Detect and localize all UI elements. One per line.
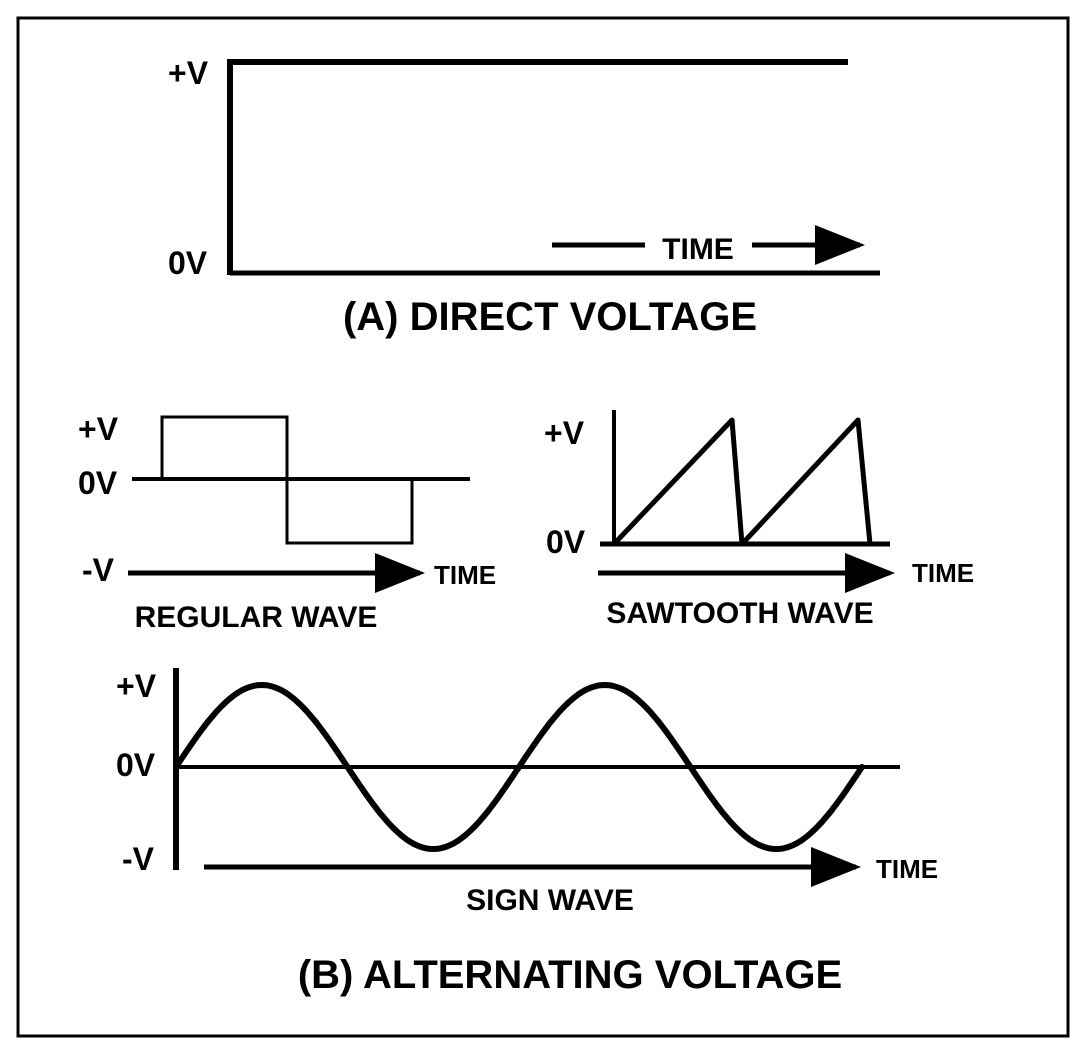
direct-voltage-panel: +V 0V TIME (A) DIRECT VOLTAGE [168, 55, 880, 339]
direct-time-label: TIME [662, 233, 734, 266]
alternating-voltage-title: (B) ALTERNATING VOLTAGE [298, 953, 842, 997]
sawtooth-wave-caption: SAWTOOTH WAVE [606, 597, 873, 630]
sine-pos-label: +V [116, 668, 157, 704]
sawtooth-pos-label: +V [544, 415, 585, 451]
direct-voltage-title: (A) DIRECT VOLTAGE [343, 295, 757, 339]
direct-zero-label: 0V [168, 245, 208, 281]
sawtooth-time-label: TIME [912, 558, 974, 588]
sine-wave-trace [173, 681, 865, 853]
sine-wave-panel: +V 0V -V TIME SIGN WAVE [116, 668, 938, 917]
direct-pos-label: +V [168, 55, 209, 91]
sawtooth-wave-trace [612, 417, 873, 547]
sine-wave-caption: SIGN WAVE [466, 884, 634, 917]
sine-time-label: TIME [876, 854, 938, 884]
regular-wave-panel: +V 0V -V TIME REGULAR WAVE [78, 411, 496, 634]
sine-zero-label: 0V [116, 747, 156, 783]
direct-voltage-trace [227, 59, 848, 275]
regular-zero-label: 0V [78, 465, 118, 501]
outer-frame [16, 16, 1070, 1038]
regular-pos-label: +V [78, 411, 119, 447]
sawtooth-wave-panel: +V 0V TIME SAWTOOTH WAVE [544, 410, 974, 630]
regular-time-label: TIME [434, 560, 496, 590]
regular-neg-label: -V [82, 552, 115, 588]
sine-neg-label: -V [122, 841, 155, 877]
sawtooth-zero-label: 0V [546, 524, 586, 560]
regular-wave-trace [160, 415, 414, 545]
regular-wave-caption: REGULAR WAVE [135, 601, 378, 634]
